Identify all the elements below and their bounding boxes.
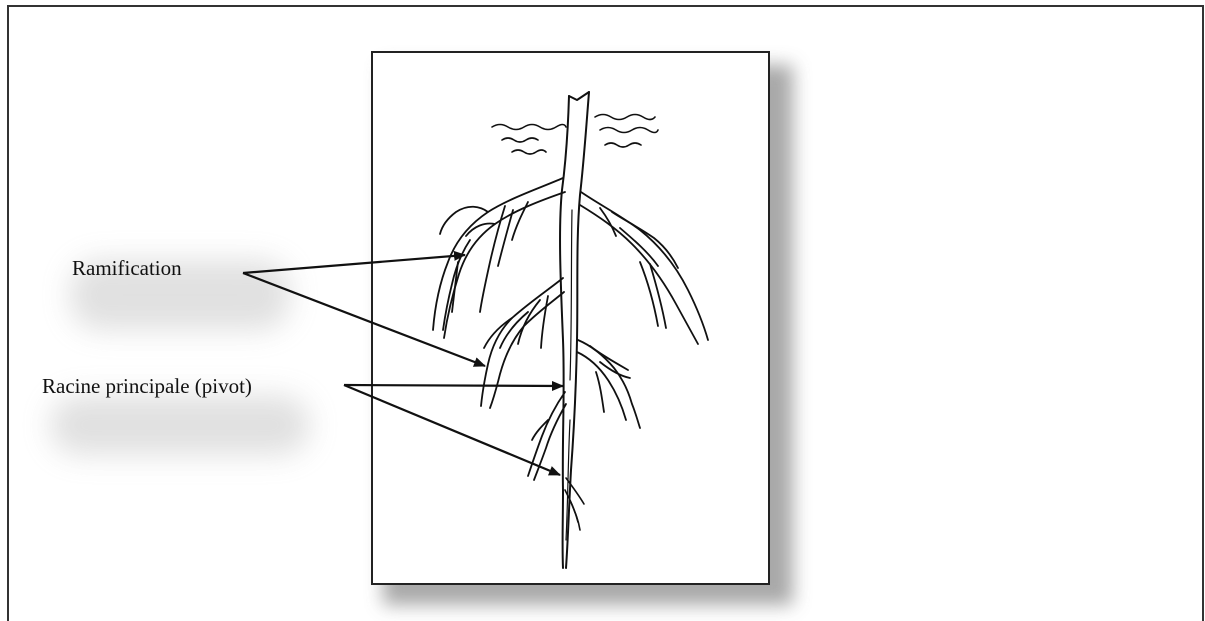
pivot-label: Racine principale (pivot) (42, 374, 252, 398)
label-glows (50, 260, 310, 455)
picture-panel (372, 52, 769, 584)
ramification-label: Ramification (72, 256, 182, 280)
arrow (344, 385, 563, 386)
